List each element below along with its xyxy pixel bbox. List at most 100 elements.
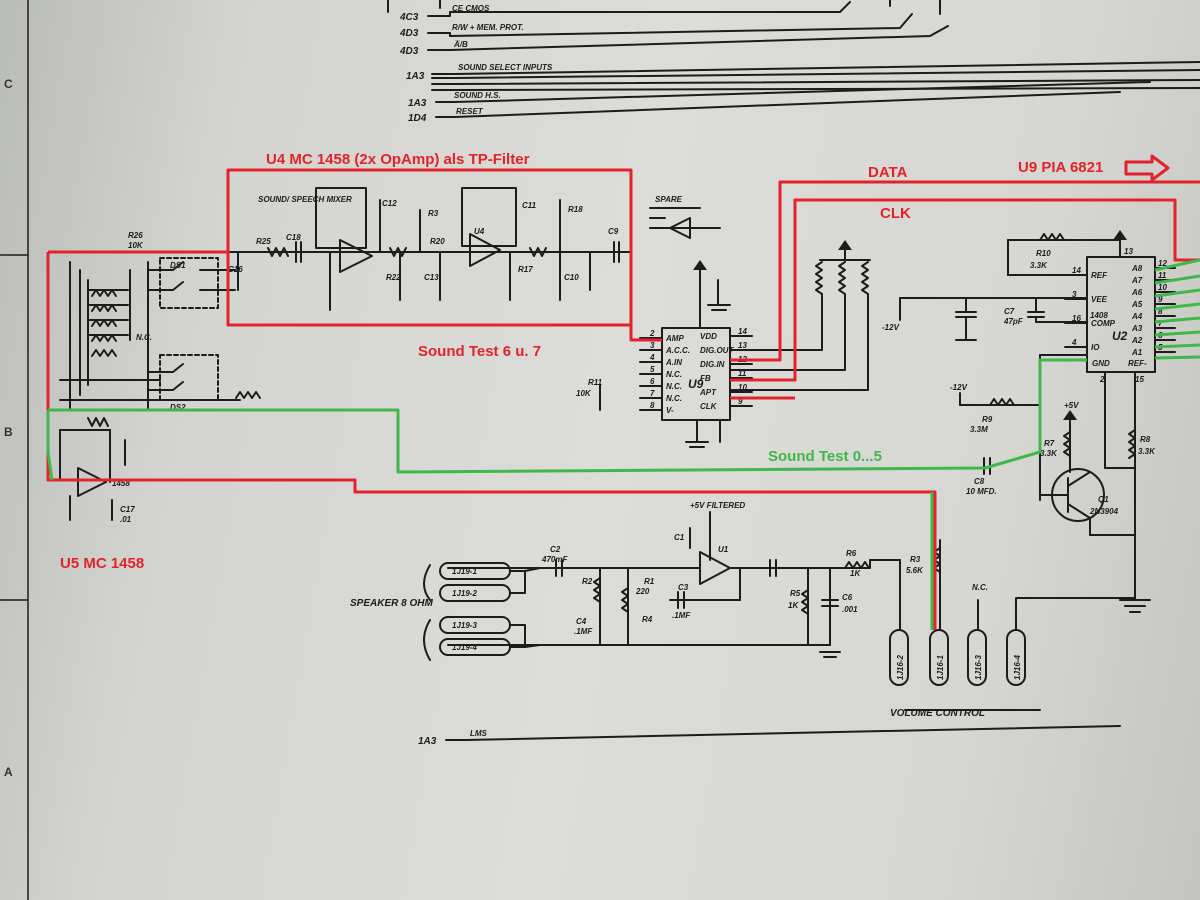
c2-label: C2 <box>550 545 561 554</box>
u2-pin-name: A1 <box>1131 348 1143 357</box>
r7-label: R7 <box>1044 439 1055 448</box>
spare-buffer: SPARE <box>649 195 721 239</box>
vol-pin-1: 1J16-2 <box>896 655 905 680</box>
u9-arrow <box>1124 154 1170 182</box>
r3-label: R3 <box>910 555 921 564</box>
clk-wire <box>730 198 1200 382</box>
signal-ref-1: 4C3 <box>399 12 419 23</box>
u9-pullups <box>729 240 871 391</box>
u2-pin-number: 3 <box>1072 290 1077 299</box>
c17-label: C17 <box>120 505 135 514</box>
filtered-label: +5V FILTERED <box>690 501 745 510</box>
u9-pin-name: FB <box>700 374 711 383</box>
u2-pin-number: 8 <box>1158 307 1163 316</box>
u2-pin-number: 12 <box>1158 259 1167 268</box>
u2-pin-name: A7 <box>1131 276 1143 285</box>
green-left-wire <box>46 410 54 481</box>
amp-circuit: +5V FILTERED U1 C1 C2 470mF R2 C4 .1MF R… <box>447 501 1136 719</box>
u4-highlight-box <box>226 168 633 327</box>
u9-pin-number: 9 <box>738 397 743 406</box>
u9-pin-name: A.IN <box>665 358 682 367</box>
u2-pin-number: 14 <box>1072 266 1081 275</box>
u9-pin-name: APT <box>699 388 717 397</box>
u2-pin-number: 16 <box>1072 314 1081 323</box>
u2-pin-number: 4 <box>1071 338 1077 347</box>
c3-label: C3 <box>678 583 689 592</box>
u9-pin-number: 13 <box>738 341 747 350</box>
lms-ref: 1A3 <box>418 736 437 747</box>
u9-pin-number: 3 <box>650 341 655 350</box>
zone-a-label: A <box>4 765 13 779</box>
clk-annotation: CLK <box>880 205 911 222</box>
u9-pin-number: 10 <box>738 383 747 392</box>
c4-label: C4 <box>576 617 587 626</box>
r1-value: 220 <box>635 587 650 596</box>
q1-label: Q1 <box>1098 495 1109 504</box>
r3-value: 5.6K <box>906 566 924 575</box>
dip-switch-area: DS1 DS2 N.C. <box>59 257 261 412</box>
c11-label: C11 <box>522 201 537 210</box>
u2-pin-name: A4 <box>1131 312 1143 321</box>
r2-label: R2 <box>582 577 593 586</box>
signal-label-5: SOUND H.S. <box>454 91 501 100</box>
u2-pin-name: VEE <box>1091 295 1108 304</box>
neg12b-label: -12V <box>950 383 968 392</box>
mixer-label: SOUND/ SPEECH MIXER <box>258 195 352 204</box>
c8-label: C8 <box>974 477 985 486</box>
u9-pin-name: A.C.C. <box>665 346 690 355</box>
r7-value: 3.3K <box>1040 449 1058 458</box>
u2-pin-number: 11 <box>1158 271 1167 280</box>
u9-pin-number: 14 <box>738 327 747 336</box>
u4-filter-circuit: SOUND/ SPEECH MIXER R25 C18 R20 U4 C12 C… <box>128 187 631 311</box>
signal-ref-6: 1D4 <box>408 113 427 124</box>
signal-ref-4: 1A3 <box>406 71 425 82</box>
r10-value: 3.3K <box>1030 261 1048 270</box>
zone-b-label: B <box>4 425 13 439</box>
u2-pin-name: COMP <box>1091 319 1116 328</box>
annotation-overlays: U4 MC 1458 (2x OpAmp) als TP-Filter DATA… <box>46 151 1200 630</box>
c7-value: 47pF <box>1003 317 1024 326</box>
lms-line: 1A3 LMS <box>418 725 1121 747</box>
u2-pin-number: 9 <box>1158 295 1163 304</box>
u1-label: U1 <box>718 545 729 554</box>
r1-label: R1 <box>644 577 655 586</box>
u9-chip-label: U9 <box>688 377 704 391</box>
r8-value: 3.3K <box>1138 447 1156 456</box>
u9-pin-name: DIG.IN <box>700 360 725 369</box>
data-annotation: DATA <box>868 164 908 181</box>
r4-label: R4 <box>642 615 653 624</box>
u5-annotation: U5 MC 1458 <box>60 555 144 572</box>
u9-pin-number: 4 <box>649 353 655 362</box>
data-wire <box>730 180 1200 362</box>
pos5-label: +5V <box>1064 401 1079 410</box>
u2-pin13-label: 13 <box>1124 247 1133 256</box>
svg-text:R20: R20 <box>430 237 445 246</box>
signal-bus: 4C3 CE CMOS 4D3 R/W + MEM. PROT. 4D3 A̅/… <box>387 0 1200 124</box>
u9-pin-name: N.C. <box>666 370 682 379</box>
nc-label-vol: N.C. <box>972 583 988 592</box>
svg-text:U4: U4 <box>474 227 485 236</box>
r26-value: 10K <box>128 241 144 250</box>
zone-c-label: C <box>4 77 13 91</box>
c17-value: .01 <box>120 515 132 524</box>
c8-value: 10 MFD. <box>966 487 997 496</box>
vol-pin-3: 1J16-3 <box>974 655 983 680</box>
neg12a-label: -12V <box>882 323 900 332</box>
c6-label: C6 <box>842 593 853 602</box>
volume-label: VOLUME CONTROL <box>890 708 985 719</box>
u9-annotation: U9 PIA 6821 <box>1018 159 1103 176</box>
svg-text:C18: C18 <box>286 233 301 242</box>
c6-value: .001 <box>842 605 858 614</box>
r5-label: R5 <box>790 589 801 598</box>
signal-ref-5: 1A3 <box>408 98 427 109</box>
c12-label: C12 <box>382 199 397 208</box>
speaker-label: SPEAKER 8 OHM <box>350 598 433 609</box>
q1-part-label: 2N3904 <box>1089 507 1119 516</box>
lms-label: LMS <box>470 729 488 738</box>
r9-value: 3.3M <box>970 425 988 434</box>
u9-pin-number: 2 <box>649 329 655 338</box>
